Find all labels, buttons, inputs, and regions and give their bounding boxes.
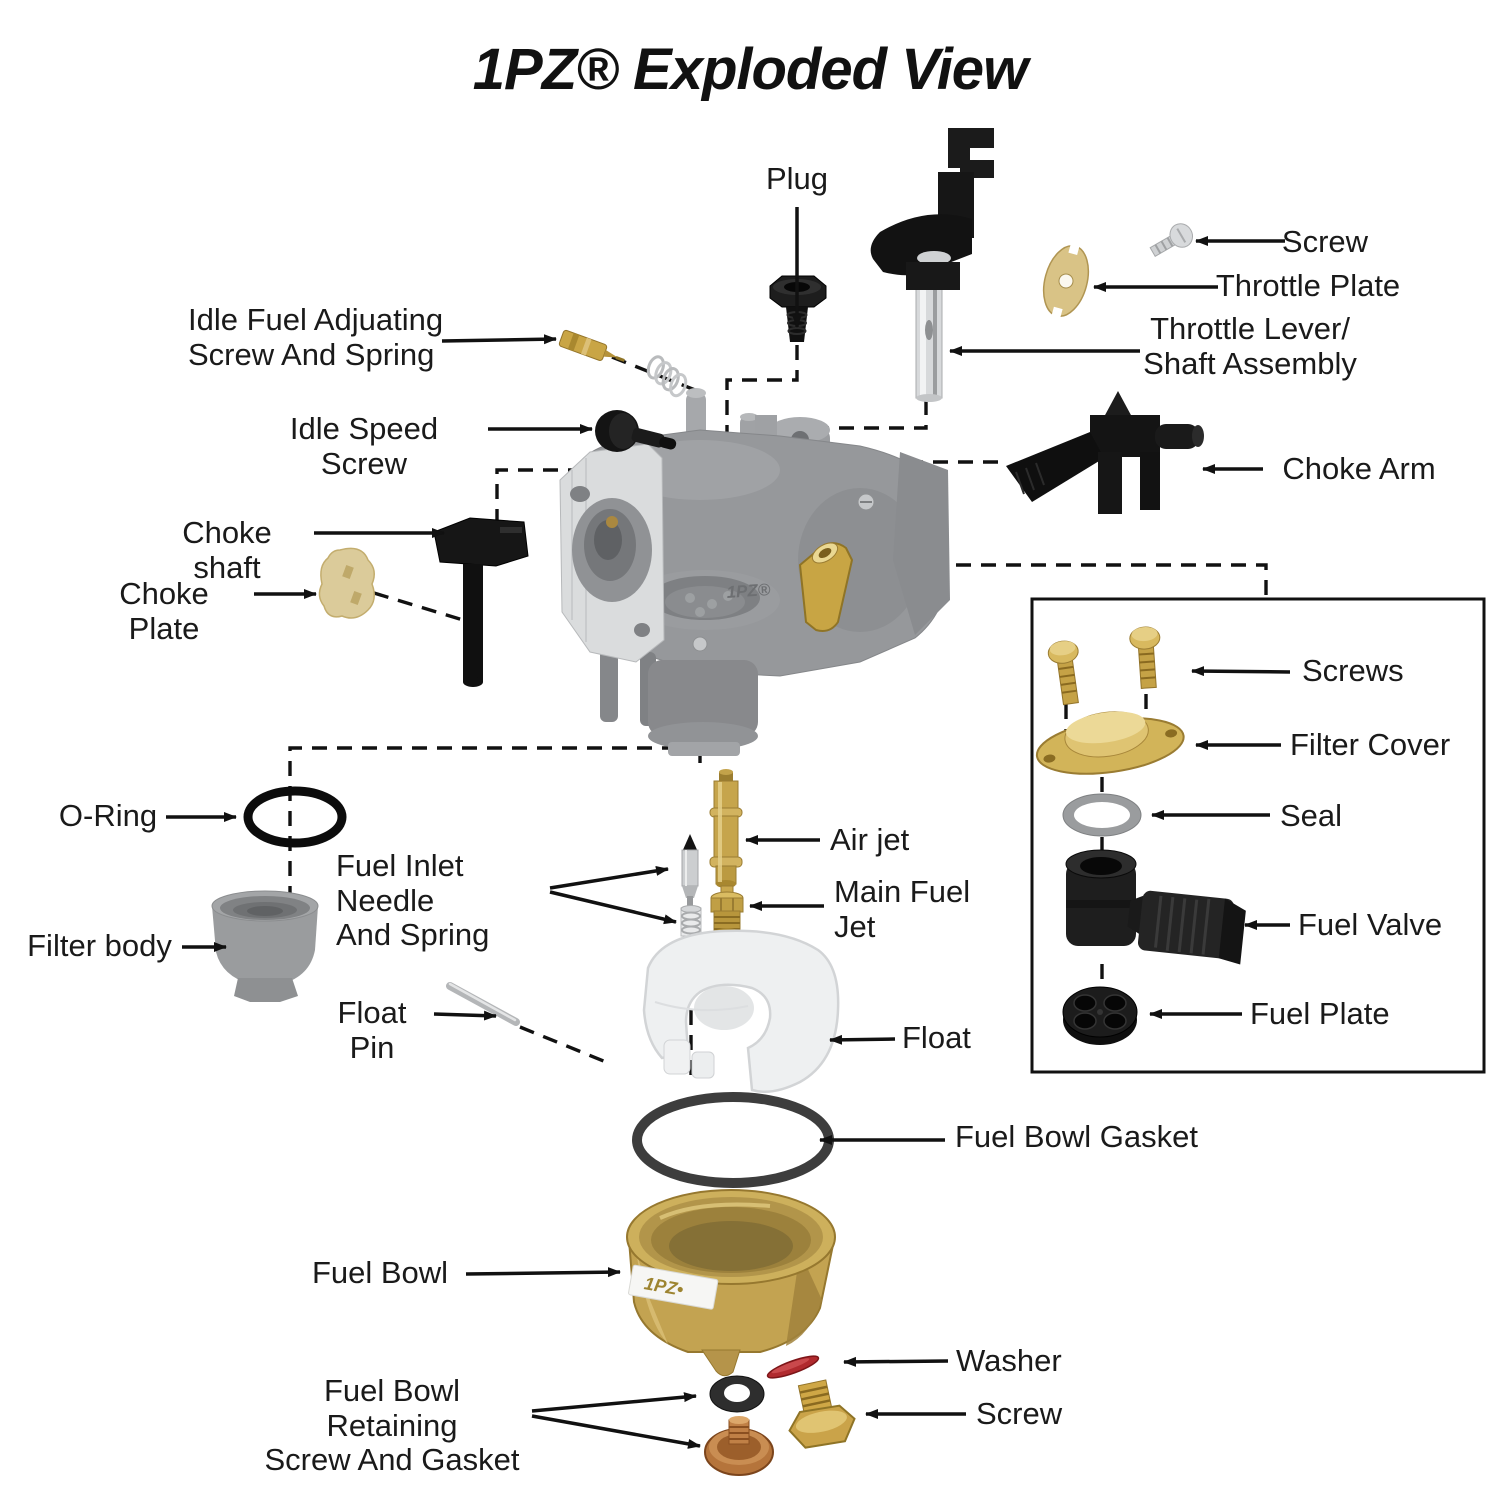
label-plug: Plug [765,161,829,196]
label-throttle-lever: Throttle Lever/ Shaft Assembly [1143,311,1357,381]
label-choke-shaft: Choke shaft [182,515,272,585]
throttle-lever-shaft-part [870,128,994,402]
idle-fuel-screw-part [558,329,625,362]
idle-fuel-spring-part [646,355,688,398]
idle-speed-screw-part [595,410,677,452]
label-float-pin: Float Pin [337,995,407,1065]
label-throttle-plate: Throttle Plate [1215,268,1401,303]
label-fuel-plate: Fuel Plate [1250,996,1390,1031]
label-idle-fuel: Idle Fuel Adjuating Screw And Spring [188,302,444,372]
retaining-screw-part [704,1416,774,1476]
choke-plate-part [318,547,375,619]
throttle-screw-part [1149,223,1194,258]
label-seal: Seal [1280,798,1343,833]
page-title: 1PZ® Exploded View [472,37,1028,102]
label-fuel-bowl: Fuel Bowl [311,1255,449,1290]
carburetor-body: 1PZ® [559,388,950,756]
label-screw-top: Screw [1281,224,1369,259]
fuel-inlet-needle-part [681,834,699,908]
float-part [642,929,840,1093]
float-pin-part [446,982,520,1026]
seal-part [1062,793,1142,837]
needle-spring-part [680,905,702,937]
o-ring-part [243,786,347,848]
label-main-fuel-jet: Main Fuel Jet [834,874,971,944]
fuel-valve-part [1065,849,1246,965]
label-choke-plate: Choke Plate [119,576,209,646]
label-idle-speed: Idle Speed Screw [289,411,439,481]
label-o-ring: O-Ring [58,798,158,833]
label-fuel-bowl-retaining: Fuel Bowl Retaining Screw And Gasket [264,1373,520,1478]
label-filter-body: Filter body [27,928,172,963]
fuel-plate-part [1062,986,1138,1045]
filter-body-part [211,890,319,1002]
choke-arm-part [1006,391,1204,514]
bottom-screw-part [788,1379,856,1449]
fuel-bowl-gasket-part [632,1092,834,1188]
label-air-jet: Air jet [830,822,910,857]
inset-screws-part [1047,626,1161,706]
filter-cover-part [1035,711,1185,775]
label-washer: Washer [956,1343,1062,1378]
label-screw-bottom: Screw [976,1396,1063,1431]
fuel-bowl-part: 1PZ• [626,1189,836,1377]
carb-brand-text: 1PZ® [726,580,771,602]
inset-box [1030,597,1486,1074]
label-fuel-valve: Fuel Valve [1298,907,1443,942]
air-jet-part [709,769,743,888]
washer-part [766,1355,820,1379]
label-fuel-bowl-gasket: Fuel Bowl Gasket [955,1119,1198,1154]
label-float: Float [902,1020,971,1055]
choke-shaft-part [433,517,529,687]
throttle-plate-part [1042,243,1090,319]
label-screws: Screws [1302,653,1404,688]
label-filter-cover: Filter Cover [1290,727,1451,762]
bowl-screw-gasket-part [709,1375,765,1413]
label-fuel-inlet: Fuel Inlet Needle And Spring [336,848,490,953]
label-arrows [166,207,1291,1449]
label-choke-arm: Choke Arm [1282,451,1436,486]
